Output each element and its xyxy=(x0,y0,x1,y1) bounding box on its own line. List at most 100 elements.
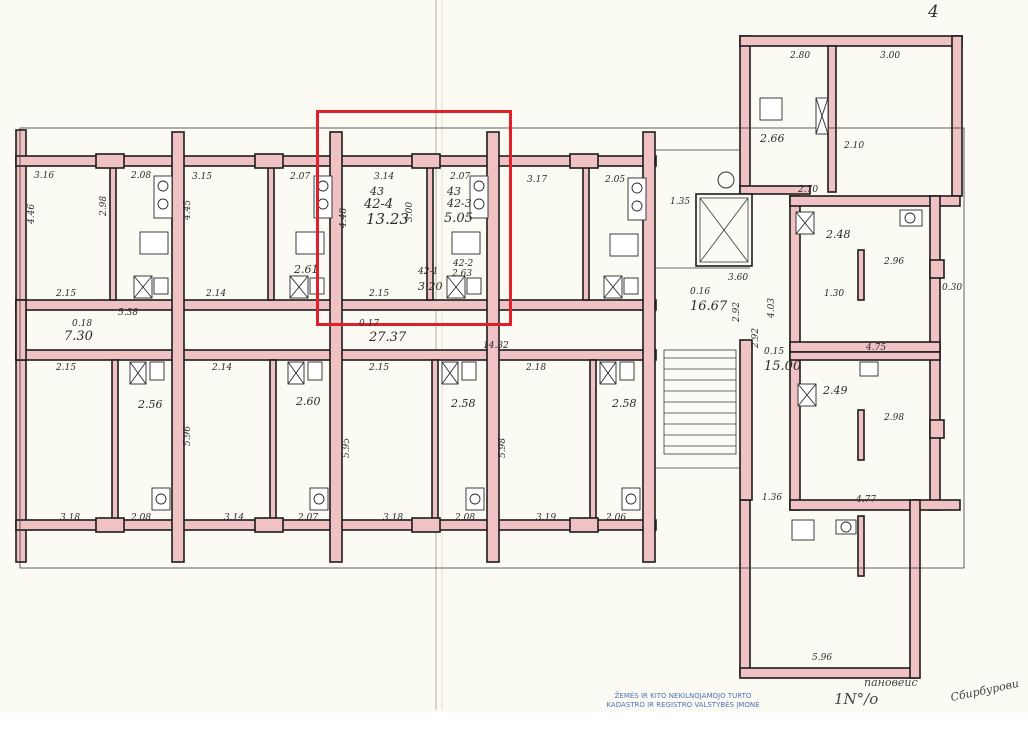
corridor-west-area: 7.30 xyxy=(64,329,93,344)
room-area-42-1: 3.20 xyxy=(418,280,443,293)
bath-area-a7: 2.58 xyxy=(612,397,637,410)
stamp-line-1: ŽEMĖS IR KITO NEKILNOJAMOJO TURTO xyxy=(614,692,752,700)
bath-area-a2: 2.48 xyxy=(826,228,851,241)
dim-misc-10: 2.15 xyxy=(56,363,77,373)
room-label-42-1: 42-1 xyxy=(418,267,439,277)
signature-bottom: пановейс xyxy=(864,676,918,689)
bath-area-a5: 2.60 xyxy=(296,395,321,408)
room-label-42-4: 42-4 xyxy=(364,197,394,212)
dim-top-7: 3.17 xyxy=(527,175,548,185)
dim-top-3: 3.15 xyxy=(192,172,213,182)
stamp-line-2: KADASTRO IR REGISTRO VALSTYBĖS ĮMONĖ xyxy=(606,700,760,709)
fixture xyxy=(619,361,635,381)
page-mark: 1N°/o xyxy=(834,690,879,708)
room-label-42-2: 42-2 xyxy=(453,259,474,269)
corridor-main-label: 0.17 xyxy=(359,319,380,329)
stove-burner xyxy=(157,198,169,210)
lift-hall-area: 16.67 xyxy=(690,299,728,314)
sheet-number: 4 xyxy=(928,2,939,22)
dim-misc-24: 1.30 xyxy=(824,289,845,299)
dim-misc-22: 2.98 xyxy=(884,413,905,423)
dim-misc-17: 1.35 xyxy=(670,197,691,207)
bath-area-a8: 2.49 xyxy=(823,384,848,397)
fixture xyxy=(307,361,323,381)
dim-top-6: 2.07 xyxy=(450,172,471,182)
east-corridor-label: 0.15 xyxy=(764,347,785,357)
stove-burner xyxy=(473,180,485,192)
dim-misc-4: 3.00 xyxy=(405,201,415,222)
bath-area-a3: 2.61 xyxy=(294,263,319,276)
fixture xyxy=(759,97,783,121)
stair-treads xyxy=(664,357,736,447)
corridor-length: 14.32 xyxy=(483,341,509,351)
dim-misc-28: 2.92 xyxy=(751,327,761,348)
bath-area-a6: 2.58 xyxy=(451,397,476,410)
wall-layer xyxy=(15,35,963,679)
lift-hall-label: 0.16 xyxy=(690,287,711,297)
fixture xyxy=(451,231,481,255)
dim-misc-1: 4.46 xyxy=(27,203,37,224)
dim-misc-16: 5.98 xyxy=(498,437,508,458)
stove-burner xyxy=(469,493,481,505)
dim-bottom-5: 3.18 xyxy=(383,513,404,523)
dim-top-4: 2.07 xyxy=(290,172,311,182)
stove-burner xyxy=(631,182,643,194)
fixture xyxy=(859,361,879,377)
stove-burner xyxy=(904,212,916,224)
dim-top-8: 2.05 xyxy=(605,175,626,185)
corridor-west-label: 0.18 xyxy=(72,319,93,329)
stove-burner xyxy=(313,493,325,505)
dim-misc-23: 1.36 xyxy=(762,493,783,503)
dim-bottom-8: 2.06 xyxy=(606,513,627,523)
dim-misc-15: 5.96 xyxy=(183,425,193,446)
room-area-42-4: 13.23 xyxy=(366,210,409,228)
dim-misc-7: 2.14 xyxy=(206,289,227,299)
dim-misc-9: 5.38 xyxy=(118,308,139,318)
dim-misc-8: 2.15 xyxy=(369,289,390,299)
dim-bottom-4: 2.07 xyxy=(298,513,319,523)
fixture xyxy=(609,233,639,257)
dim-misc-21: 2.96 xyxy=(884,257,905,267)
dim-bottom-10: 4.77 xyxy=(856,495,877,505)
bath-area-a4: 2.56 xyxy=(138,398,163,411)
stove-burner xyxy=(840,521,852,533)
dim-misc-12: 2.15 xyxy=(369,363,390,373)
dim-misc-3: 4.45 xyxy=(183,199,193,220)
dim-top-10: 3.00 xyxy=(880,51,901,61)
fixture xyxy=(153,277,169,295)
dim-bottom-9: 5.96 xyxy=(812,653,833,663)
dim-misc-13: 2.18 xyxy=(526,363,547,373)
highlighted-unit-frame xyxy=(316,110,512,326)
dim-misc-19: 2.92 xyxy=(732,301,742,322)
dim-bottom-1: 3.18 xyxy=(60,513,81,523)
dim-misc-14: 5.95 xyxy=(342,437,352,458)
dim-misc-18: 3.60 xyxy=(728,273,749,283)
dim-top-1: 3.16 xyxy=(34,171,55,181)
fixture xyxy=(149,361,165,381)
dim-bottom-3: 3.14 xyxy=(224,513,245,523)
dim-misc-26: 0.30 xyxy=(942,283,963,293)
dim-bottom-11: 4.75 xyxy=(866,343,887,353)
dim-misc-11: 2.14 xyxy=(212,363,233,373)
room-label-42-3: 42-3 xyxy=(447,197,472,210)
dim-top-2: 2.08 xyxy=(131,171,152,181)
dim-bottom-2: 2.08 xyxy=(131,513,152,523)
fixture xyxy=(139,231,169,255)
dim-bottom-6: 2.08 xyxy=(455,513,476,523)
room-area-42-2: 2.63 xyxy=(452,269,473,279)
unit-number-a: 43 xyxy=(370,185,384,198)
fixture xyxy=(466,277,482,295)
room-area-42-3: 5.05 xyxy=(444,211,473,226)
dim-misc-20: 4.03 xyxy=(767,297,777,318)
stove-burner xyxy=(473,198,485,210)
dim-misc-6: 2.15 xyxy=(56,289,77,299)
bath-area-a1: 2.66 xyxy=(760,132,785,145)
dim-top-9: 2.80 xyxy=(790,51,811,61)
sanitary-fixtures xyxy=(129,97,923,541)
fixture xyxy=(791,519,815,541)
dim-misc-27: 2.70 xyxy=(798,185,819,195)
dim-misc-2: 2.98 xyxy=(99,195,109,216)
stove-burner xyxy=(155,493,167,505)
